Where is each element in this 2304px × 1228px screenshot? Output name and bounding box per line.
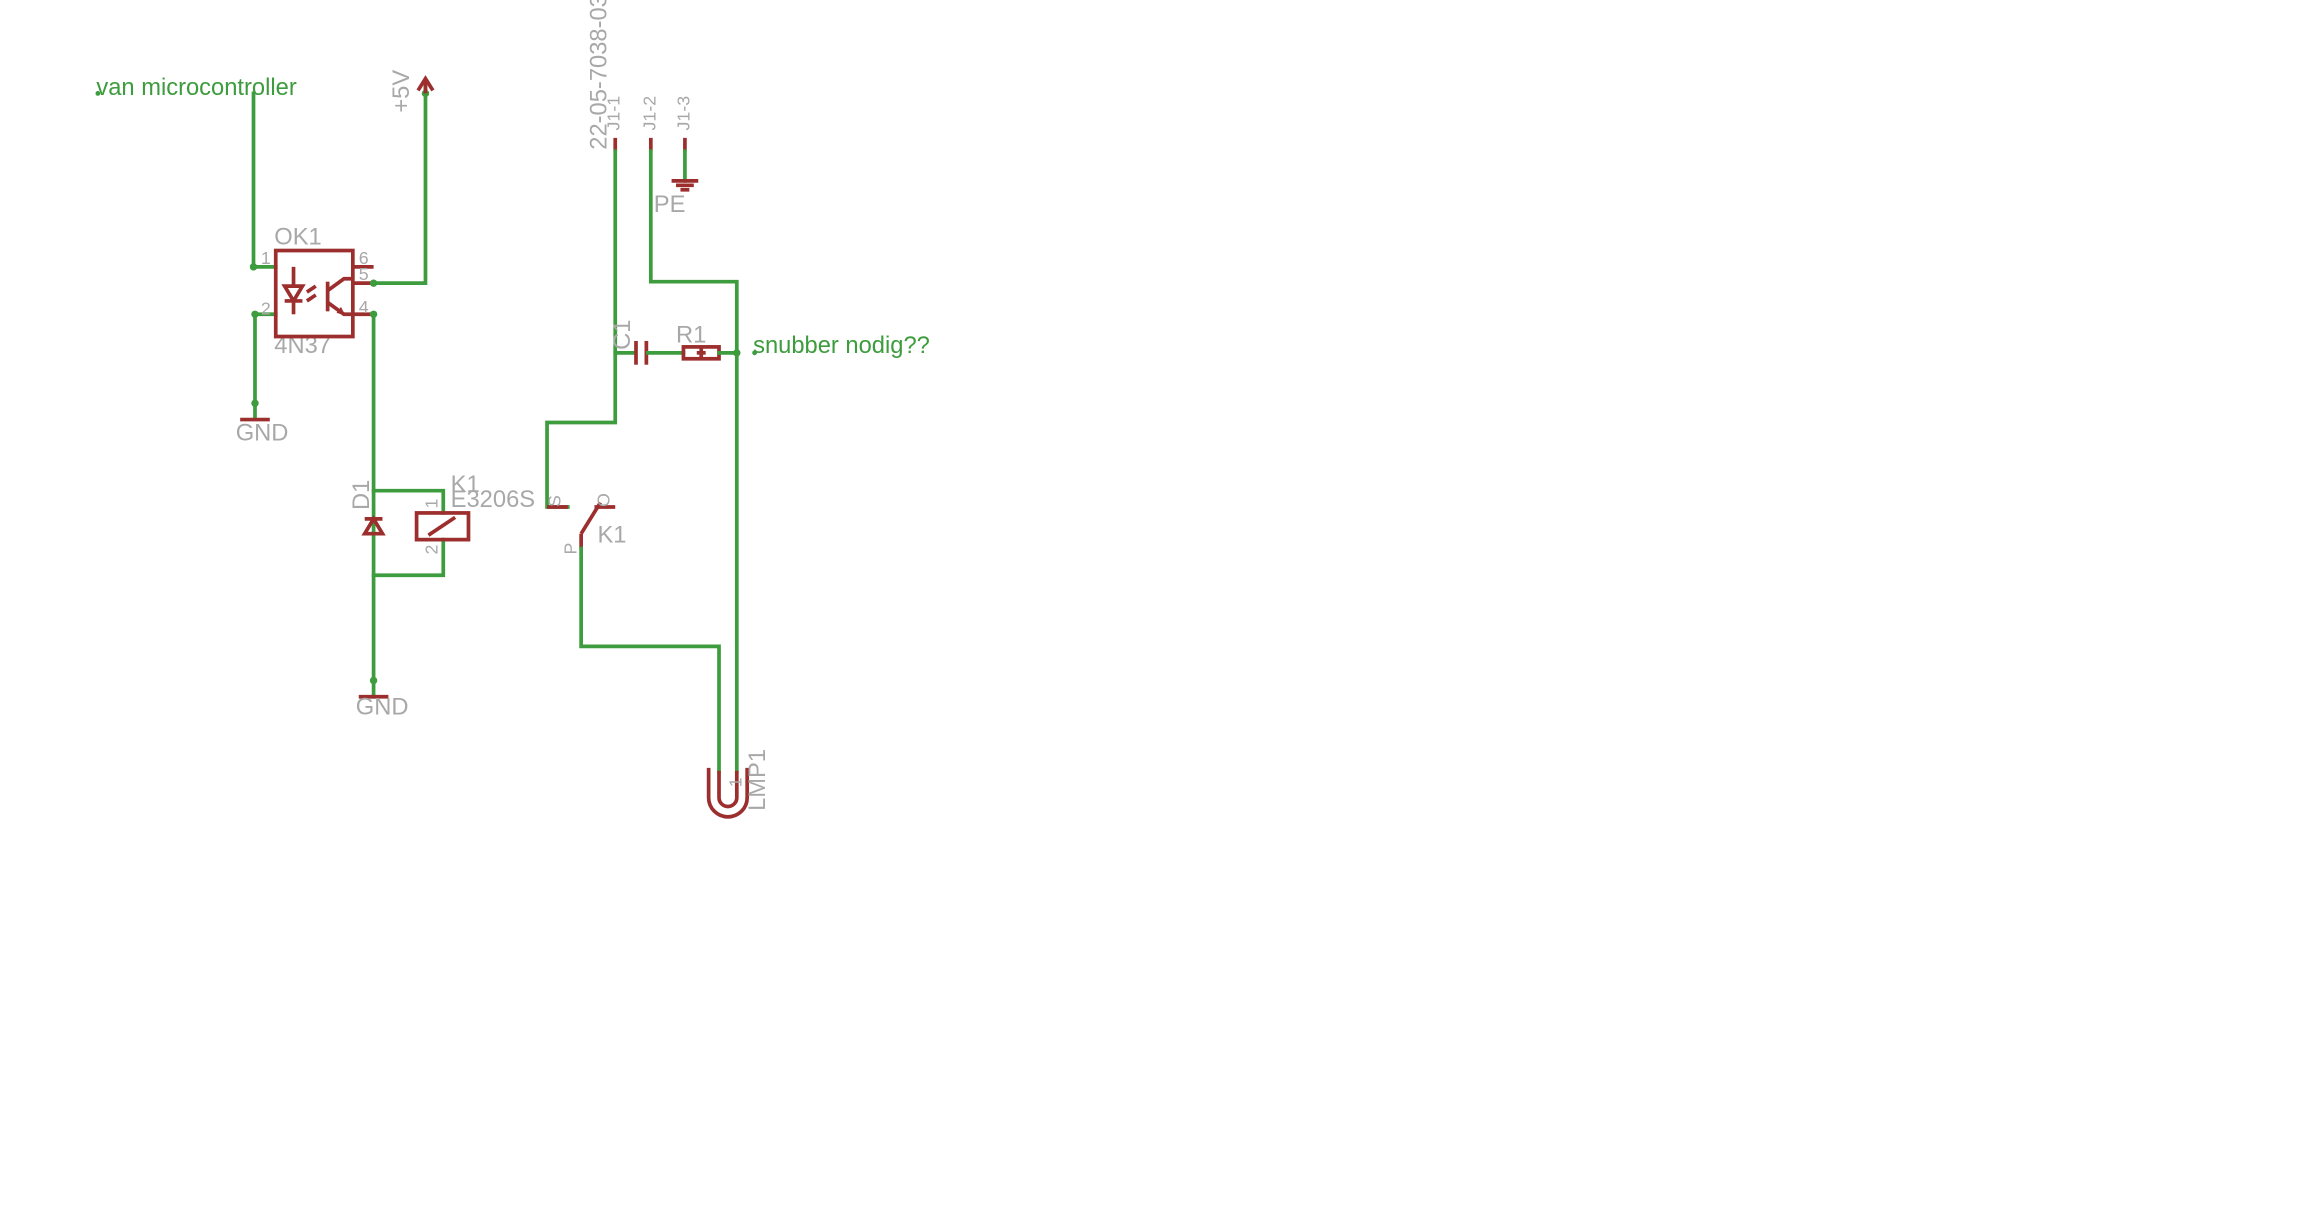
junction-gnd2: [369, 676, 378, 685]
opto-pin-1: 1: [261, 248, 271, 268]
relay-coil-body: [414, 511, 471, 542]
emitter-arrow: [336, 306, 346, 316]
relay-coil-k1[interactable]: K1 E3206S 1 2: [414, 472, 536, 555]
opto-pin-5: 5: [359, 264, 369, 284]
input-note-anchor: [95, 91, 101, 96]
contact-pin-p: P: [561, 543, 581, 555]
vcc-label: +5V: [389, 70, 415, 113]
opto-pin-2: 2: [261, 298, 271, 318]
connector-pin-2: J1-2: [639, 96, 659, 131]
gnd-label-2: GND: [356, 695, 409, 721]
gnd-label-1: GND: [236, 420, 289, 446]
snubber-note: snubber nodig??: [753, 333, 930, 359]
line-wire: [545, 149, 618, 509]
relay-coil-pin-2: 2: [421, 545, 441, 555]
contact-arm: [579, 501, 602, 535]
led-triangle: [281, 284, 306, 305]
optocoupler-ok1[interactable]: OK1 4N37 1 2 6 5 4: [261, 225, 374, 359]
junction-pin2: [251, 310, 259, 318]
relay-coil-slash: [427, 515, 457, 537]
lamp-lmp1[interactable]: LMP1 1: [706, 749, 771, 819]
connector-value: 22-05-7038-03: [586, 0, 612, 150]
junction-pin4: [369, 310, 378, 318]
junction-gnd1: [251, 399, 259, 407]
diode-ref: D1: [349, 480, 375, 510]
relay-coil-pin-1: 1: [421, 498, 441, 508]
emitter-wire: [371, 312, 446, 515]
input-note: van microcontroller: [96, 75, 296, 101]
light-arrow-2: [305, 293, 317, 303]
relay-ref: K1: [451, 472, 480, 498]
pe-label: PE: [654, 192, 686, 218]
connector-pin-3: J1-3: [673, 96, 693, 131]
contact-pin-s: S: [544, 495, 564, 507]
vcc-wire: [371, 85, 428, 286]
lamp-ref: LMP1: [745, 749, 771, 811]
opto-pin-4: 4: [359, 297, 369, 317]
coil-return-wire: [371, 537, 446, 578]
relay-contact-k1[interactable]: K1 S O P: [544, 493, 626, 554]
junction-pin5: [369, 279, 378, 287]
lamp-outer: [706, 767, 750, 819]
lamp-feed-wire: [579, 546, 721, 773]
diode-triangle: [361, 515, 386, 536]
snubber-note-anchor: [752, 350, 757, 356]
contact-ref: K1: [597, 523, 626, 549]
resistor-ref: R1: [676, 322, 706, 348]
opto-pin-6: 6: [359, 248, 369, 268]
relay-value: E3206S: [451, 487, 535, 513]
transistor-collector: [326, 276, 353, 293]
diode-d1[interactable]: D1: [349, 480, 386, 536]
optocoupler-ref: OK1: [274, 225, 321, 251]
input-wire: [251, 91, 278, 269]
junction-pin1: [249, 263, 258, 271]
optocoupler-body: [273, 248, 355, 339]
junction-snubber: [733, 349, 741, 357]
lamp-filament: [717, 770, 739, 809]
capacitor-ref: C1: [610, 320, 636, 350]
lamp-pin-mark: 1: [725, 777, 745, 787]
contact-pin-o: O: [593, 493, 613, 507]
light-arrow-1: [305, 284, 317, 294]
connector-j1[interactable]: 22-05-7038-03 J1-1 J1-2 J1-3: [586, 0, 693, 152]
pe-wire: [648, 149, 739, 773]
connector-pin-1: J1-1: [604, 96, 624, 131]
